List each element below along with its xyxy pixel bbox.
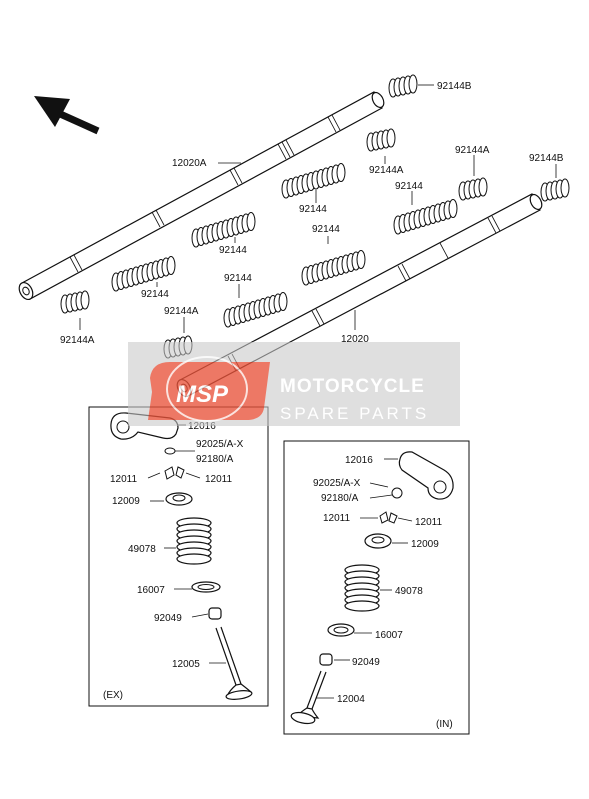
label-92144-b: 92144 — [299, 204, 327, 215]
label-92025-ex: 92025/A-X — [196, 439, 244, 450]
spring-92144-1 — [281, 163, 346, 199]
label-12009-in: 12009 — [411, 539, 439, 550]
label-92180-in: 92180/A — [321, 493, 359, 504]
valve-spring-ex — [176, 517, 212, 565]
spring-seat-ex — [191, 581, 221, 593]
label-12011-ex-right: 12011 — [205, 474, 233, 485]
label-12009-ex: 12009 — [112, 496, 140, 507]
label-49078-in: 49078 — [395, 586, 423, 597]
label-92144-a: 92144 — [395, 181, 423, 192]
spring-seat-in — [327, 623, 355, 637]
label-12020: 12020 — [341, 334, 369, 345]
shim-ex — [164, 447, 176, 455]
spring-92144A-b — [458, 177, 488, 201]
spring-92144-6 — [223, 292, 288, 328]
spring-92144-3 — [111, 256, 176, 292]
label-12004: 12004 — [337, 694, 365, 705]
exhaust-valve-box: 12016 92025/A-X 92180/A 12011 12011 1200… — [88, 406, 269, 707]
label-16007-ex: 16007 — [137, 585, 165, 596]
label-92144A-mid: 92144A — [164, 306, 199, 317]
stem-seal-ex — [208, 607, 222, 620]
spring-92144-5 — [301, 250, 366, 286]
shim-in — [391, 487, 403, 499]
valve-in — [290, 670, 327, 725]
label-92049-ex: 92049 — [154, 613, 182, 624]
spring-92144-2 — [191, 212, 256, 248]
rocker-arm-in — [398, 451, 454, 500]
label-12016-in: 12016 — [345, 455, 373, 466]
label-12011-ex-left: 12011 — [110, 474, 138, 485]
label-92144-d: 92144 — [219, 245, 247, 256]
label-12020A: 12020A — [172, 158, 207, 169]
watermark-logo-text: MSP — [176, 381, 229, 408]
spring-92144B-top — [388, 74, 418, 98]
label-92144B-right: 92144B — [529, 153, 564, 164]
label-92144A-a: 92144A — [369, 165, 404, 176]
keeper-ex — [164, 466, 185, 480]
rocker-shaft-ex — [18, 91, 385, 301]
intake-valve-box: 12016 92025/A-X 92180/A 12011 12011 1200… — [283, 440, 470, 735]
label-in: (IN) — [436, 719, 453, 730]
label-92144A-b: 92144A — [455, 145, 490, 156]
label-12005: 12005 — [172, 659, 200, 670]
keeper-in — [379, 511, 398, 524]
label-92049-in: 92049 — [352, 657, 380, 668]
spring-92144B-right — [540, 178, 570, 202]
label-49078-ex: 49078 — [128, 544, 156, 555]
label-12016-ex: 12016 — [188, 421, 216, 432]
spring-92144A-left — [60, 290, 90, 314]
label-ex: (EX) — [103, 690, 123, 701]
label-92144-e: 92144 — [224, 273, 252, 284]
label-16007-in: 16007 — [375, 630, 403, 641]
watermark-subtitle: SPARE PARTS — [280, 404, 429, 423]
msp-logo-icon — [148, 362, 270, 420]
label-92144A-left: 92144A — [60, 335, 95, 346]
valve-spring-in — [344, 564, 380, 612]
label-12011-in-right: 12011 — [415, 517, 443, 528]
label-92144B-top: 92144B — [437, 81, 472, 92]
direction-arrow-icon — [34, 96, 100, 135]
watermark-title: MOTORCYCLE — [280, 376, 425, 397]
label-92144-c: 92144 — [312, 224, 340, 235]
label-92144-f: 92144 — [141, 289, 169, 300]
watermark: MSP MOTORCYCLE SPARE PARTS — [128, 342, 460, 426]
spring-92144-4 — [393, 199, 458, 235]
valve-ex — [215, 626, 253, 700]
label-92025-in: 92025/A-X — [313, 478, 361, 489]
label-92180-ex: 92180/A — [196, 454, 234, 465]
spring-92144A-a — [366, 128, 396, 152]
label-12011-in-left: 12011 — [323, 513, 351, 524]
stem-seal-in — [319, 653, 333, 666]
